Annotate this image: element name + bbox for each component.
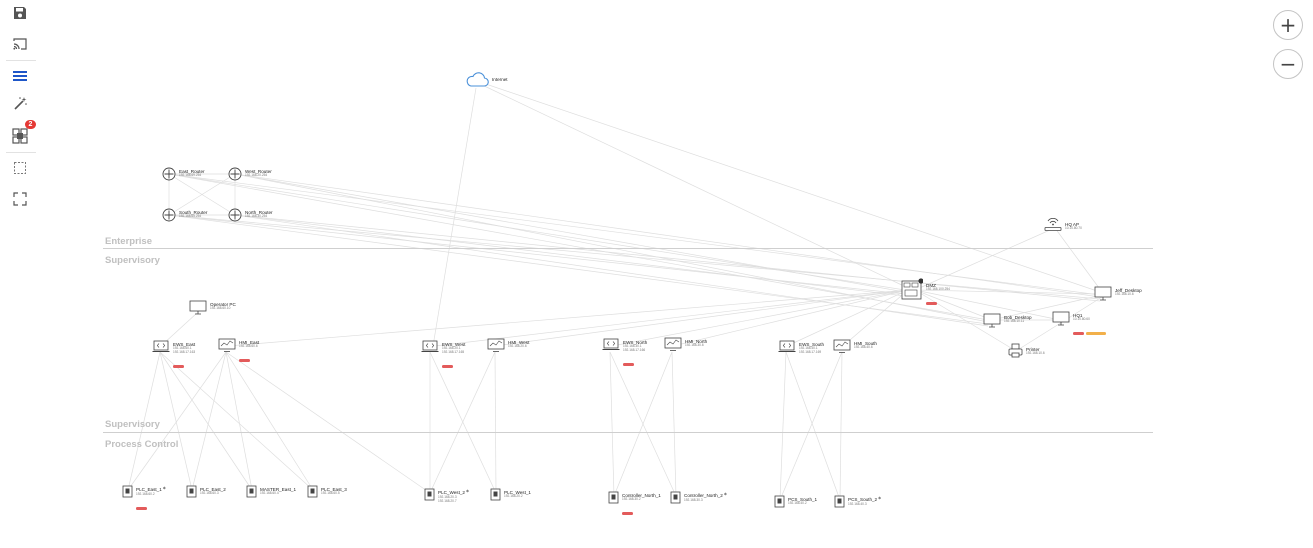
plc-icon [122,485,133,498]
plc-icon [774,495,785,508]
plc-icon [834,495,845,508]
alert-badge [239,359,250,362]
star-icon: * [162,486,166,493]
router-icon [228,167,242,181]
plc-icon [490,488,501,501]
hmi-icon [833,339,851,353]
cast-icon[interactable] [10,34,30,54]
zone-boundary-supervisory-process [103,432,1153,433]
zone-label-supervisory-lower: Supervisory [105,419,160,430]
alert-badge [926,302,937,305]
star-icon: * [465,489,469,496]
zoom-in-button[interactable]: + [1273,10,1303,40]
router-icon [228,208,242,222]
router-icon [162,167,176,181]
engineering-laptop-icon [421,340,439,352]
firewall-server-icon [901,278,923,300]
engineering-laptop-icon [152,340,170,352]
node-pcs-south-2[interactable]: PCS_South_2*192.168.40.3 [834,495,881,508]
alert-badge [442,364,453,368]
group-count-badge: 2 [25,120,36,129]
zone-boundary-enterprise-supervisory [103,248,1153,249]
plc-icon [670,491,681,504]
magic-wand-icon[interactable] [10,94,30,114]
alert-badge [173,364,184,368]
zone-label-process-control: Process Control [105,439,179,450]
zone-label-supervisory: Supervisory [105,255,160,266]
cloud-icon [466,72,489,87]
plc-icon [307,485,318,498]
desktop-icon [1052,311,1070,326]
desktop-icon [189,300,207,315]
plc-icon [424,488,435,501]
plc-icon [186,485,197,498]
hmi-icon [664,337,682,351]
list-icon[interactable] [10,66,30,86]
plc-icon [246,485,257,498]
engineering-laptop-icon [778,340,796,352]
star-icon: * [878,496,882,503]
alert-badge [1073,332,1084,335]
fullscreen-icon[interactable] [10,189,30,209]
node-plc-east-1[interactable]: PLC_East_1*192.168.60.2 [122,485,166,515]
group-icon[interactable]: 2 [10,120,36,146]
warning-badge [1086,332,1106,335]
desktop-icon [1094,286,1112,301]
hmi-icon [218,338,236,352]
alert-badge [136,507,147,510]
engineering-laptop-icon [602,338,620,350]
selection-icon[interactable] [10,158,30,178]
router-icon [162,208,176,222]
desktop-icon [983,313,1001,328]
zone-label-enterprise: Enterprise [105,236,152,247]
left-toolbar: 2 [0,0,40,548]
access-point-icon [1044,218,1062,231]
zoom-out-button[interactable]: − [1273,49,1303,79]
printer-icon [1008,343,1023,358]
alert-badge [623,362,634,366]
save-icon[interactable] [10,3,30,23]
star-icon: * [723,492,727,499]
alert-badge [622,512,633,515]
node-controller-north-2[interactable]: Controller_North_2*192.168.30.3 [670,491,727,504]
plc-icon [608,491,619,504]
node-internet[interactable]: Internet [465,71,508,88]
hmi-icon [487,338,505,352]
